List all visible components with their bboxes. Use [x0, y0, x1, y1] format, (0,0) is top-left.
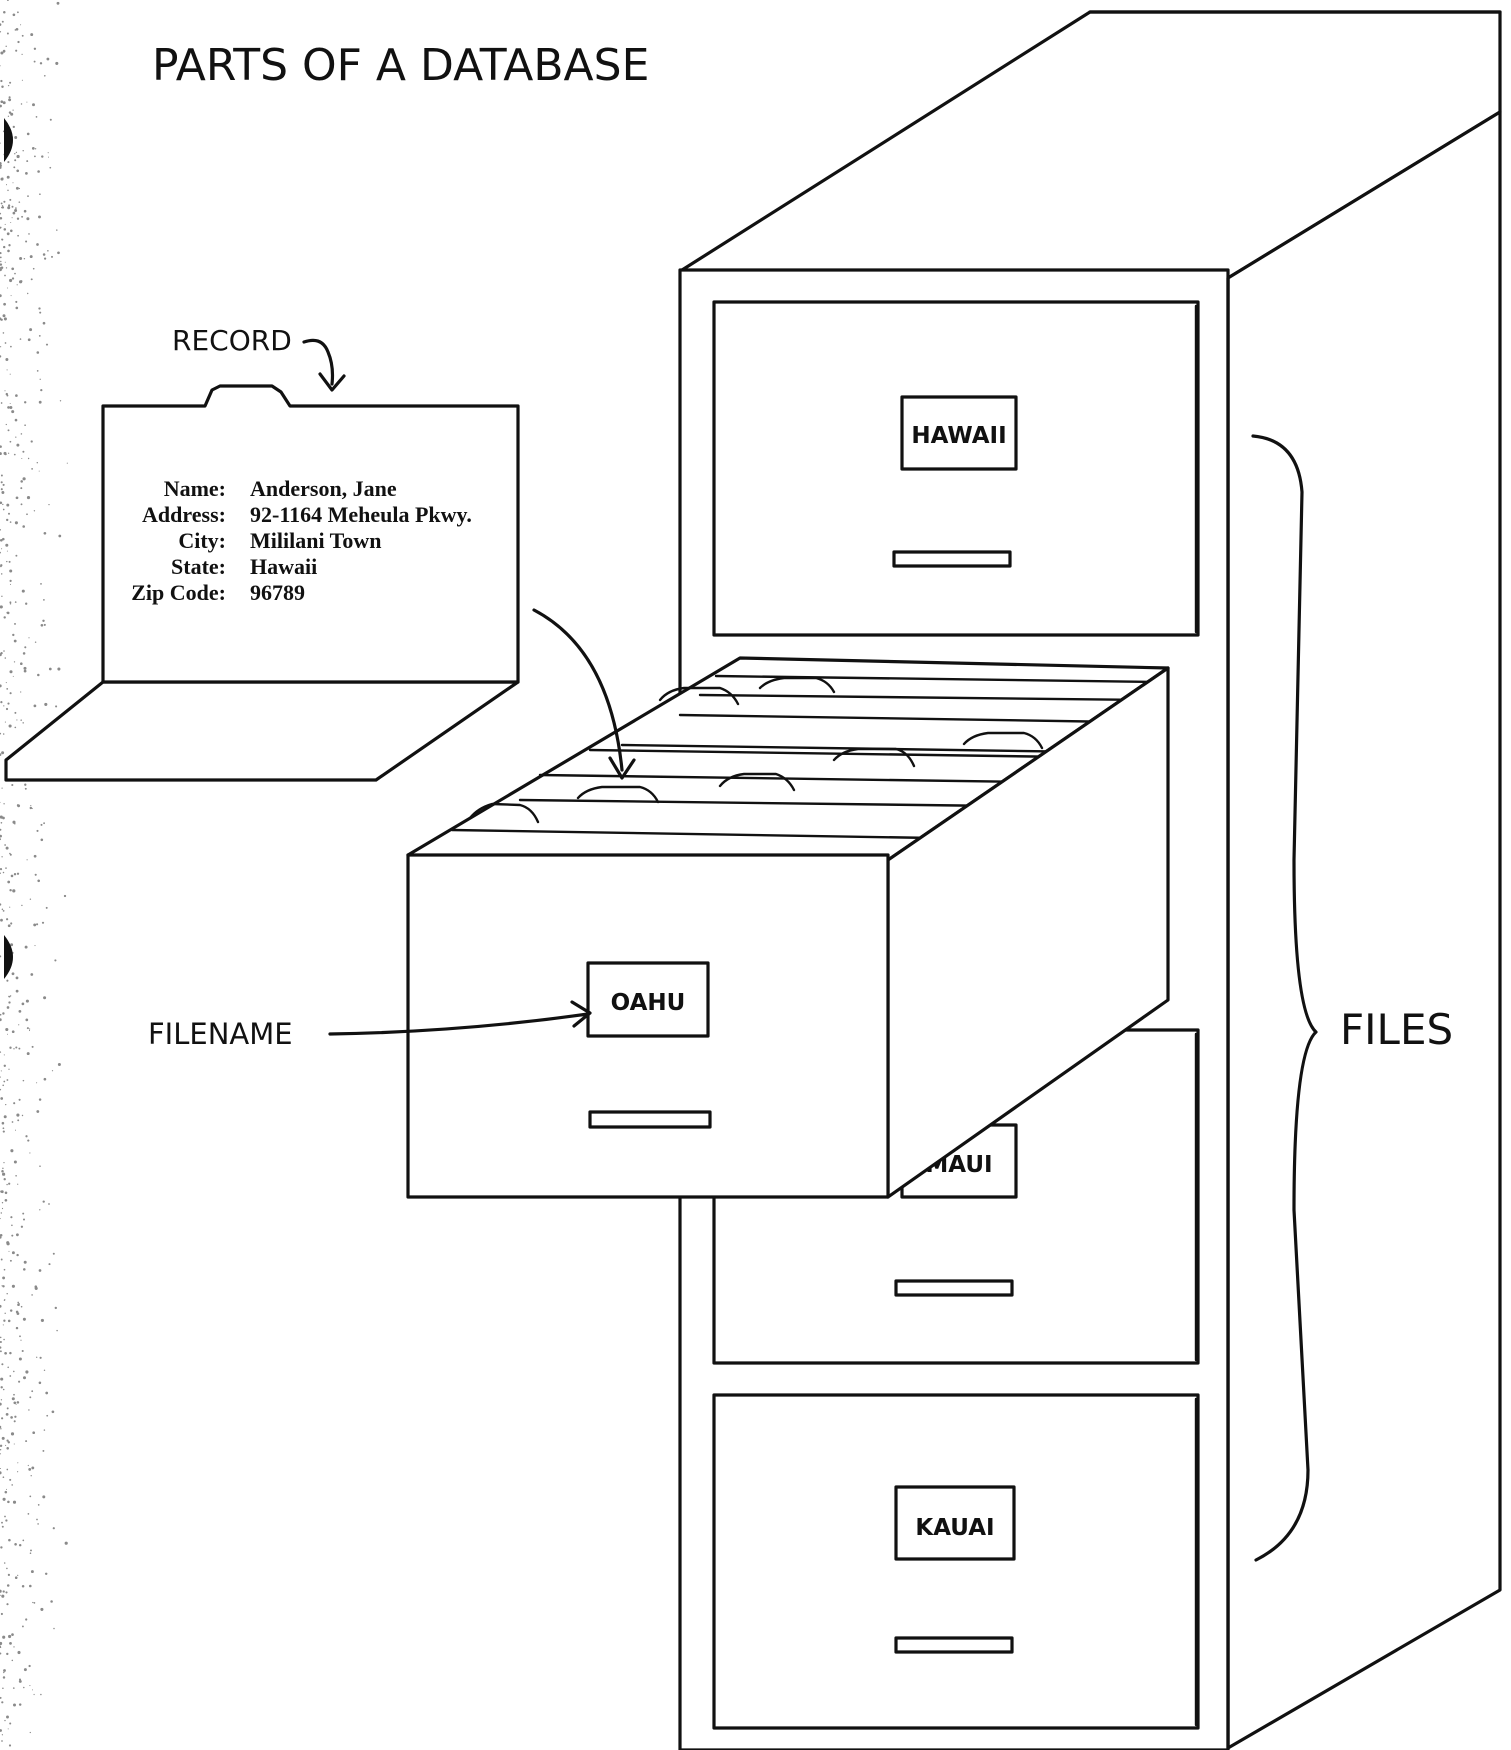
drawer-kauai-label: KAUAI	[915, 1515, 994, 1541]
record-arrow	[304, 340, 333, 384]
folder-back-flap	[6, 682, 518, 780]
binder-hole-top	[4, 118, 13, 162]
record-field-value: 92-1164 Meheula Pkwy.	[250, 502, 472, 527]
cabinet-side	[1228, 112, 1500, 1748]
record-field-label: Zip Code:	[131, 580, 226, 605]
record-field-value: Hawaii	[250, 554, 317, 579]
drawer-hawaii-label: HAWAII	[911, 423, 1006, 449]
record-field-value: 96789	[250, 580, 305, 605]
record-field-value: Anderson, Jane	[250, 476, 397, 501]
record-field-value: Mililani Town	[250, 528, 381, 553]
record-field-label: State:	[171, 554, 226, 579]
record-label: RECORD	[172, 324, 292, 357]
filename-label: FILENAME	[148, 1017, 293, 1051]
binder-hole-bottom	[4, 935, 13, 979]
page-title: PARTS OF A DATABASE	[152, 40, 649, 91]
drawer-oahu-label: OAHU	[611, 990, 686, 1016]
files-label: FILES	[1340, 1005, 1453, 1054]
record-field-label: City:	[178, 528, 226, 553]
record-field-label: Name:	[164, 476, 226, 501]
record-field-label: Address:	[142, 502, 226, 527]
margin-speckle	[0, 0, 68, 1747]
